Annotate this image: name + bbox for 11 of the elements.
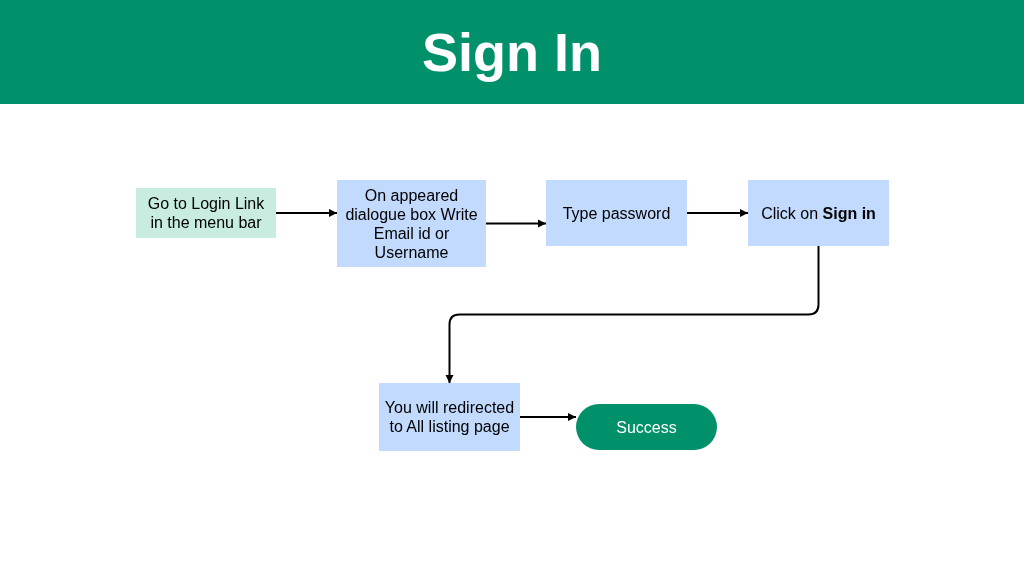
arrow: [686, 209, 749, 217]
terminal-pill: Success: [576, 404, 717, 450]
arrow: [445, 245, 820, 384]
process-box: You will redirected to All listing page: [379, 383, 520, 451]
process-box: Type password: [546, 180, 687, 246]
process-box: On appeared dialogue box Write Email id or Username: [337, 180, 486, 267]
process-box: Click on Sign in: [748, 180, 889, 246]
arrow: [275, 209, 338, 217]
arrow: [485, 219, 547, 228]
process-box: Go to Login Link in the menu bar: [136, 188, 276, 238]
arrow: [519, 413, 577, 421]
